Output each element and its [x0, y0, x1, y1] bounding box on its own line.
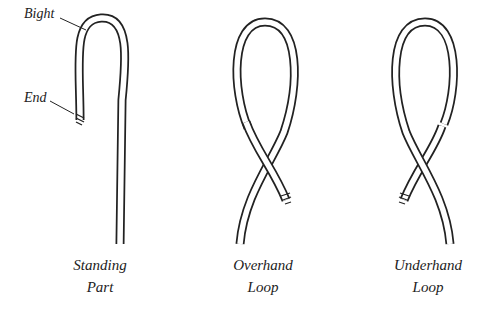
rope-underhand-loop: [396, 22, 454, 244]
rope-standing-part: [76, 18, 125, 244]
part-label: Bight: [24, 6, 54, 22]
figure-caption: Overhand Loop: [225, 254, 301, 298]
leader-line: [60, 18, 86, 30]
figure-caption: Standing Part: [62, 254, 138, 298]
leader-line: [50, 101, 74, 114]
figure-caption: Underhand Loop: [390, 254, 466, 298]
part-label: End: [24, 90, 47, 106]
rope-overhand-loop: [237, 22, 294, 244]
